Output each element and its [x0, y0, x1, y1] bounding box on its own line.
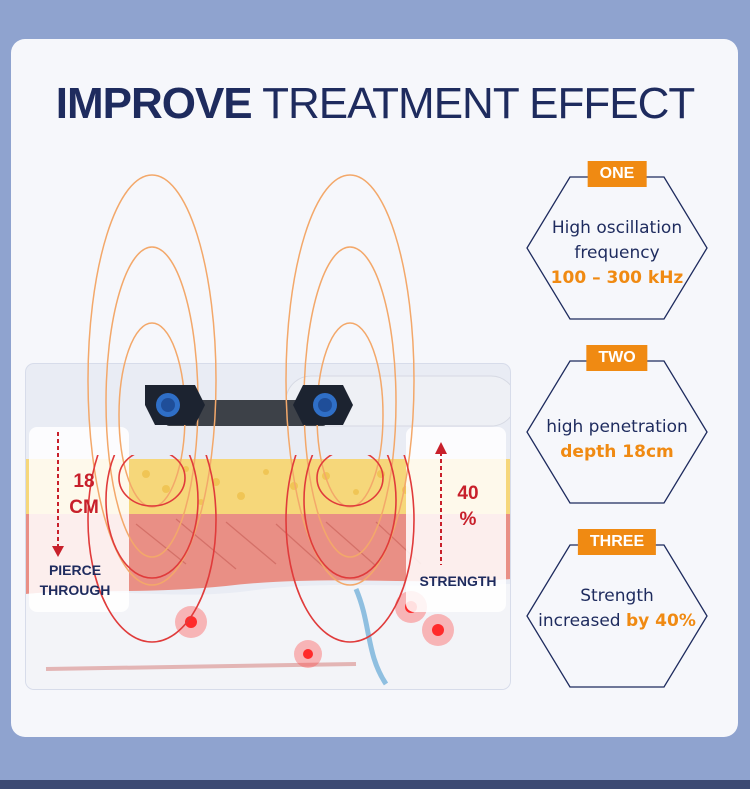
feature-three-tag: THREE	[577, 529, 657, 555]
feature-one: ONE High oscillation frequency 100 – 300…	[524, 161, 710, 322]
hexagon-frame-one	[526, 176, 708, 320]
strength-value-unit: %	[459, 509, 477, 530]
title-bold: IMPROVE	[55, 79, 253, 128]
feature-two-highlight: depth 18cm	[560, 442, 674, 462]
depth-value-unit: CM	[69, 497, 99, 518]
depth-value-number: 18	[73, 471, 95, 492]
feature-one-highlight: 100 – 300 kHz	[550, 268, 684, 288]
vessel-line	[45, 662, 357, 671]
hexagon-frame-two	[526, 360, 708, 504]
strength-caption: STRENGTH	[419, 573, 497, 589]
feature-two: TWO high penetration depth 18cm	[524, 345, 710, 506]
pierce-caption-line1: PIERCE	[48, 562, 102, 578]
bottom-strip	[0, 780, 750, 789]
feature-three-line1: Strength	[580, 586, 654, 606]
pierce-caption-line2: THROUGH	[39, 582, 111, 598]
feature-two-line1: high penetration	[546, 417, 688, 437]
strength-label	[406, 427, 506, 612]
feature-three-highlight: by 40%	[626, 611, 696, 631]
feature-three-line2: increased	[538, 611, 626, 631]
feature-one-line2: frequency	[574, 243, 660, 263]
feature-three: THREE Strength increased by 40%	[524, 529, 710, 690]
hexagon-frame-three	[526, 544, 708, 688]
feature-one-line1: High oscillation	[551, 218, 683, 238]
title-light: TREATMENT EFFECT	[262, 79, 695, 128]
strength-value-number: 40	[457, 483, 479, 504]
applicator-bar	[166, 400, 326, 426]
page-title: IMPROVE TREATMENT EFFECT	[0, 78, 750, 130]
feature-one-tag: ONE	[587, 161, 647, 187]
feature-two-tag: TWO	[586, 345, 648, 371]
